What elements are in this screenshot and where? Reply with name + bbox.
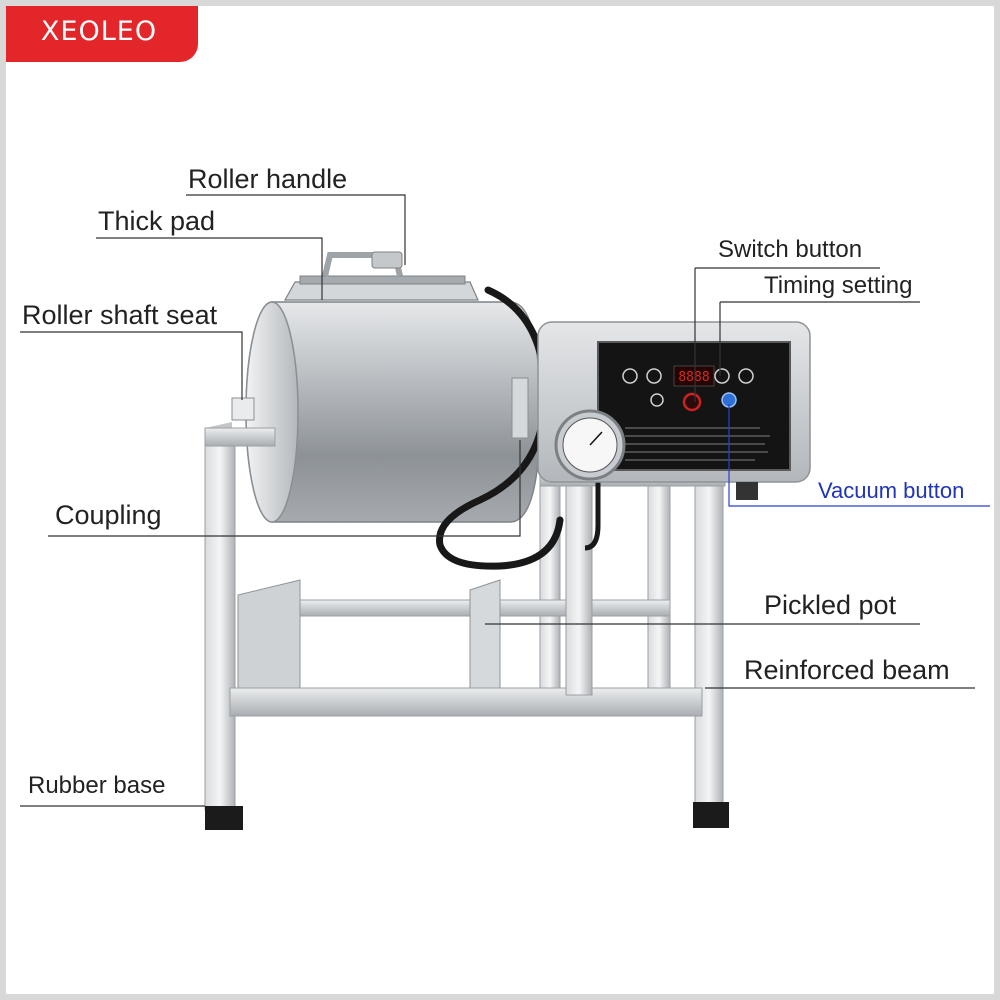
front-leg-right [694,479,724,811]
coupling [511,377,529,439]
panel-button-4[interactable] [738,368,754,384]
panel-button-2[interactable] [646,368,662,384]
panel-instructions [625,427,770,461]
svg-text:8888: 8888 [678,370,709,385]
front-leg-left [204,429,236,811]
label-coupling: Coupling [55,500,162,530]
roller-shaft-seat [231,397,255,421]
control-support-leg [565,474,593,696]
brand-logo: XEOLEO [0,0,198,62]
label-rubber-base: Rubber base [28,772,166,799]
label-reinforced-beam: Reinforced beam [744,655,950,685]
label-vacuum-button: Vacuum button [818,478,965,503]
vacuum-leader-line [728,404,990,507]
label-switch-button: Switch button [718,236,863,263]
timer-display [673,365,715,387]
lid-rim [299,275,466,285]
reinforced-beam [229,687,703,717]
front-top-beam-left [204,427,276,447]
pot-tray-divider [469,579,501,691]
timing-setting-button[interactable] [714,368,730,384]
thick-pad [283,281,479,301]
panel-indicator [650,393,664,407]
back-leg-right [647,479,671,696]
label-roller-shaft-seat: Roller shaft seat [22,300,218,330]
rubber-foot-right [693,802,729,828]
label-timing-setting: Timing setting [764,272,913,299]
brand-logo-text: XEOLEO [40,15,158,47]
switch-button[interactable] [682,392,702,412]
hose-to-box [584,470,601,551]
back-leg-left [539,469,561,701]
label-thick-pad: Thick pad [98,206,216,236]
label-pickled-pot: Pickled pot [764,590,897,620]
label-roller-handle: Roller handle [188,164,348,194]
pot-tray-left-side [237,579,301,691]
leader-lines [20,194,975,807]
rubber-foot-left [205,806,243,830]
panel-button-1[interactable] [622,368,638,384]
vacuum-port [736,482,758,500]
